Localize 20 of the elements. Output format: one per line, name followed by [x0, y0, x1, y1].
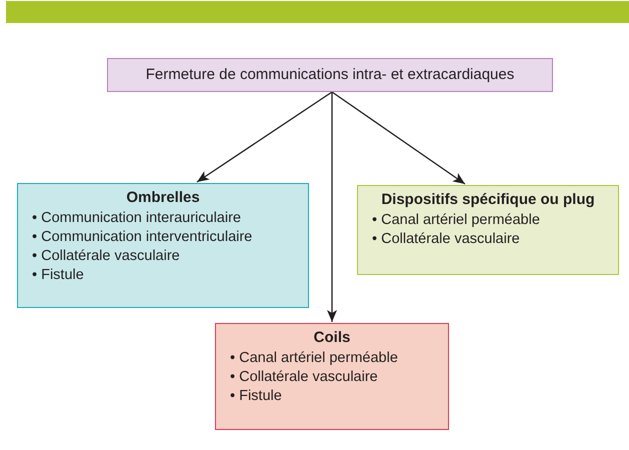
box-heading: Ombrelles	[125, 189, 201, 206]
bullet-item: • Collatérale vasculaire	[230, 368, 379, 387]
arrow	[196, 91, 332, 183]
category-box	[357, 185, 619, 275]
bullet-item: • Communication interauriculaire	[32, 209, 242, 228]
bullet-item: • Collatérale vasculaire	[372, 230, 521, 249]
box-heading: Coils	[312, 329, 352, 346]
box-title: Fermeture de communications intra- et extracardiaques	[144, 65, 516, 85]
bullet-item: • Collatérale vasculaire	[32, 247, 181, 266]
bullet-item: • Canal artériel perméable	[230, 349, 399, 368]
box-heading: Dispositifs spécifique ou plug	[380, 191, 596, 208]
bullet-item: • Communication interventriculaire	[32, 228, 254, 247]
bullet-item: • Fistule	[32, 266, 85, 285]
arrow	[332, 91, 466, 185]
category-box	[17, 183, 309, 308]
bullet-item: • Fistule	[230, 387, 283, 406]
bullet-item: • Canal artériel perméable	[372, 211, 541, 230]
category-box	[215, 323, 449, 430]
arrow	[327, 92, 337, 322]
title-box	[107, 58, 553, 92]
